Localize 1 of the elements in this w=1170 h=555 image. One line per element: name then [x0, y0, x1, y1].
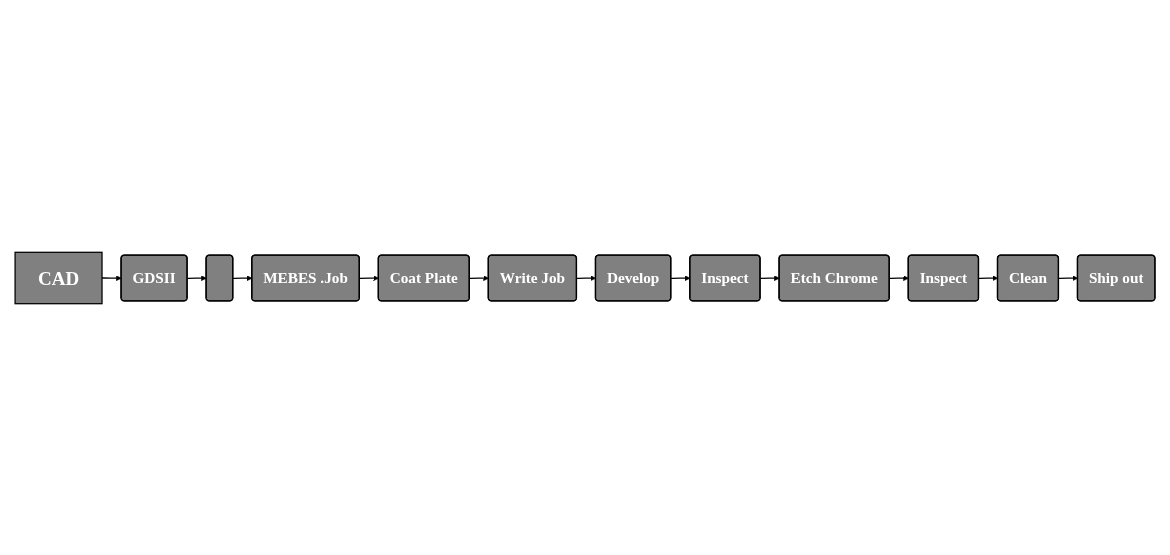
node-box: CAD [14, 251, 103, 304]
